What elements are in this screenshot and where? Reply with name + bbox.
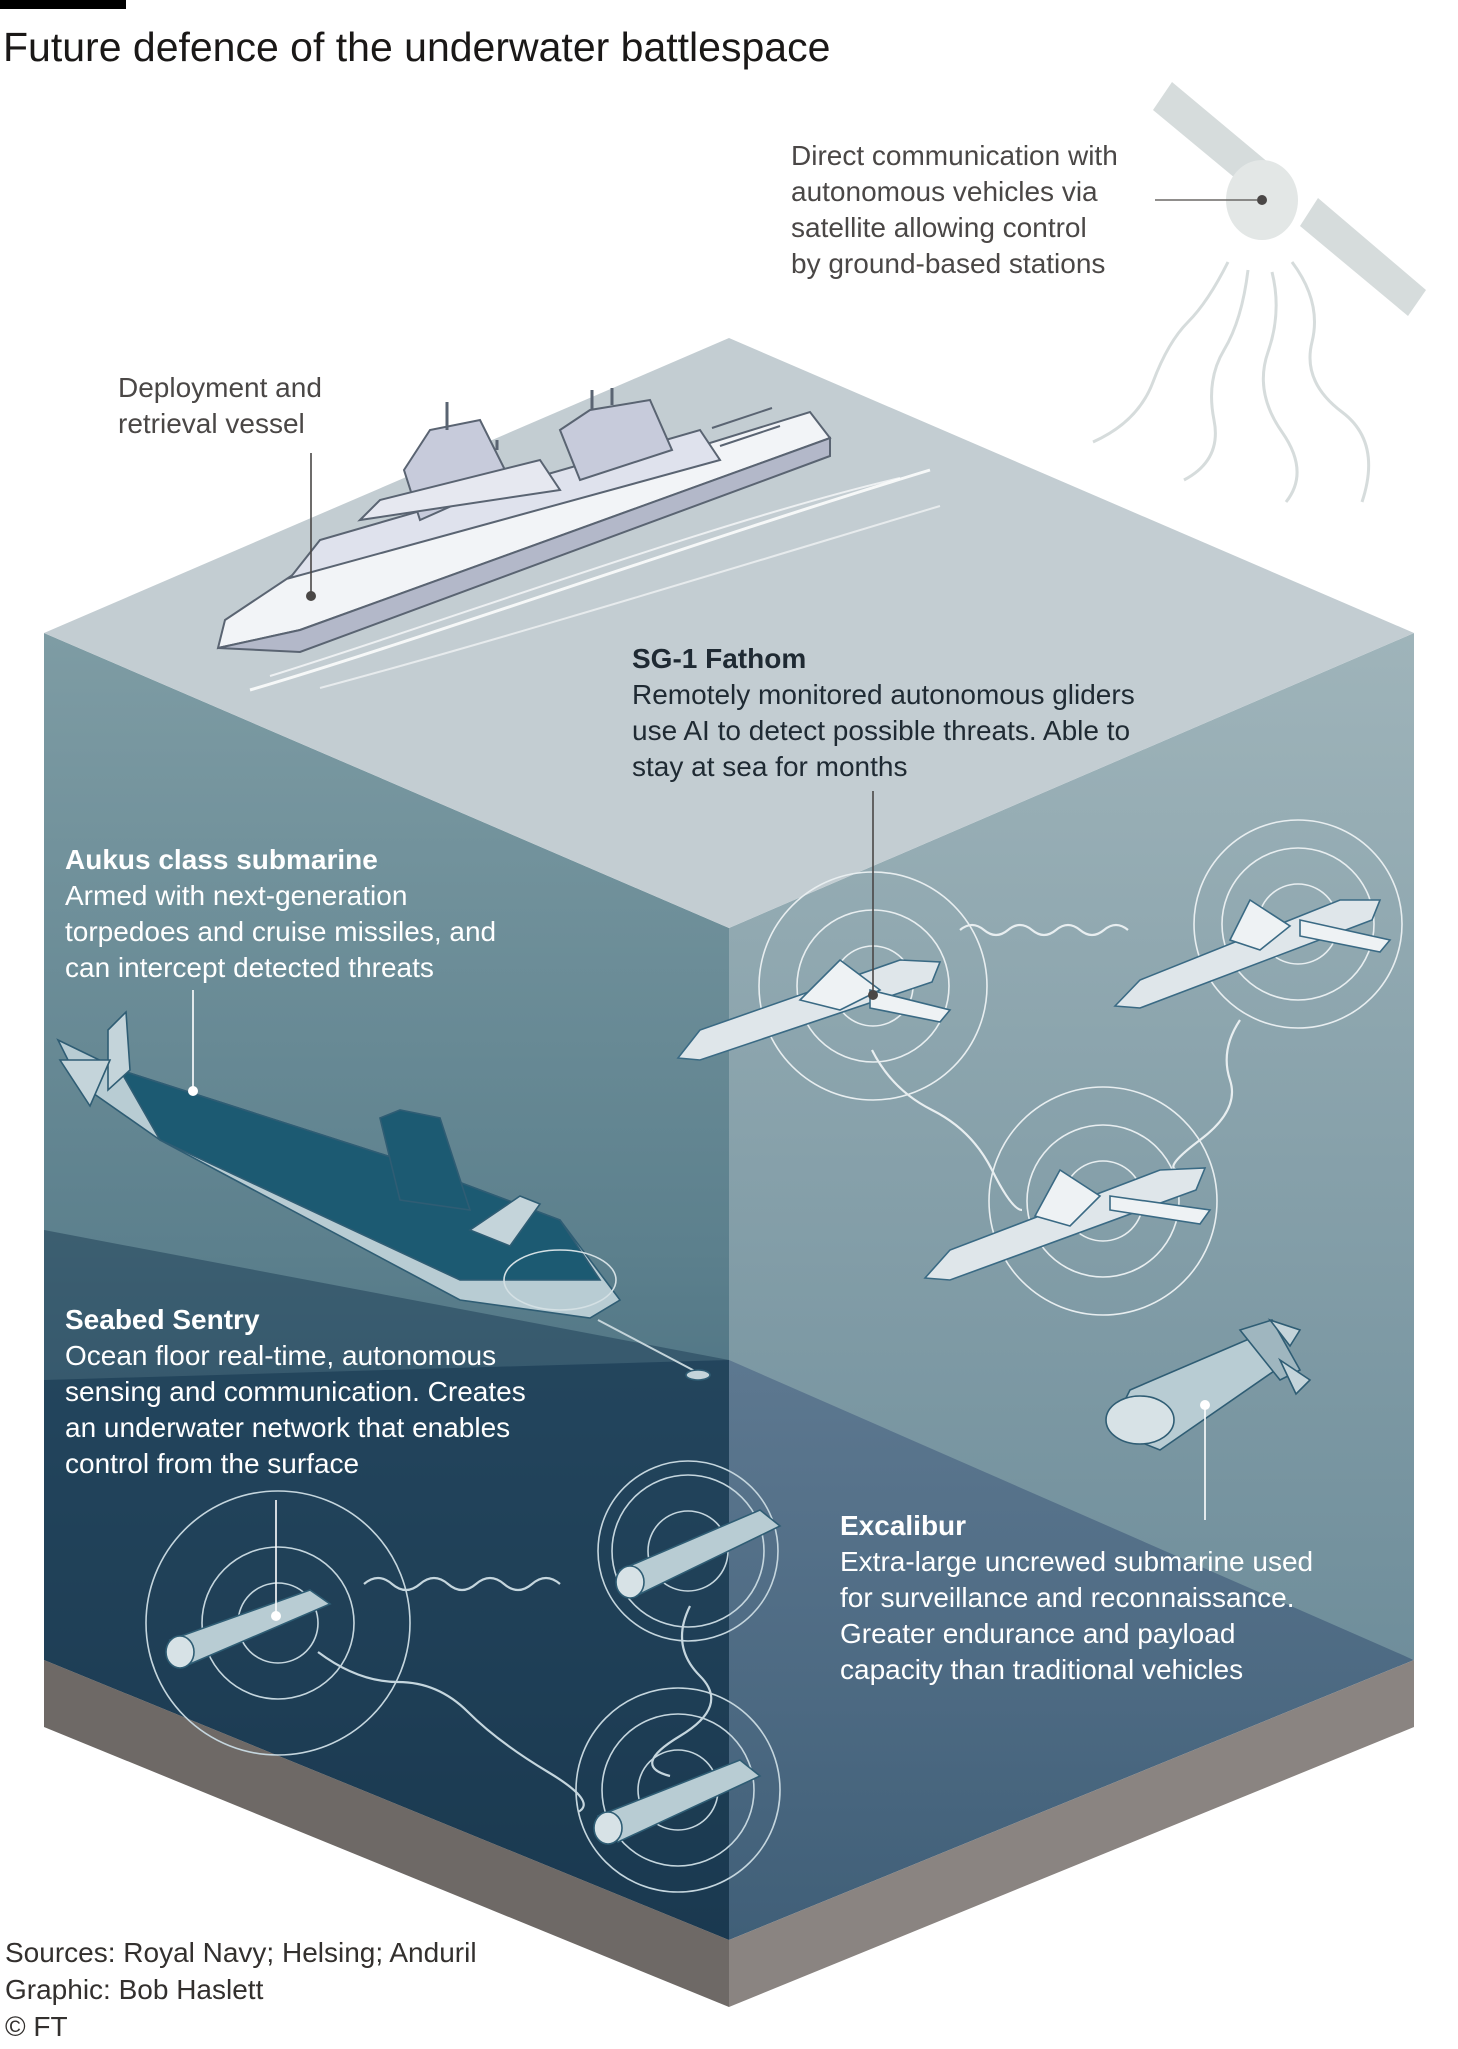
- vessel-annotation: Deployment and retrieval vessel: [118, 372, 322, 439]
- satellite-icon: [1092, 82, 1426, 503]
- satellite-annotation: Direct communication with autonomous veh…: [791, 140, 1118, 279]
- excalibur-annotation: Excalibur Extra-large uncrewed submarine…: [840, 1510, 1314, 1685]
- aukus-submarine-icon: [56, 1010, 711, 1381]
- seabed-right: [729, 1660, 1414, 2007]
- top-rule: [0, 0, 126, 9]
- left-deep-band: [44, 1230, 729, 1940]
- sea-surface: [44, 338, 1414, 928]
- aukus-heading: Aukus class submarine: [65, 844, 378, 875]
- sentry-node-2: [615, 1509, 782, 1599]
- seabed-left: [44, 1660, 729, 2007]
- fathom-annotation: SG-1 Fathom Remotely monitored autonomou…: [632, 643, 1135, 782]
- excalibur-heading: Excalibur: [840, 1510, 967, 1541]
- sentry-annotation: Seabed Sentry Ocean floor real-time, aut…: [65, 1304, 526, 1479]
- glider-1: [676, 958, 952, 1061]
- footer-copyright: © FT: [5, 2011, 68, 2042]
- footer-graphic-credit: Graphic: Bob Haslett: [5, 1974, 264, 2005]
- seabed-sentry-nodes-icon: [145, 1460, 781, 1893]
- sentry-heading: Seabed Sentry: [65, 1304, 260, 1335]
- fathom-heading: SG-1 Fathom: [632, 643, 807, 674]
- right-deep-water: [729, 1360, 1414, 1940]
- sentry-node-3: [593, 1759, 762, 1845]
- glider-2: [1113, 898, 1392, 1009]
- sentry-node-1: [165, 1589, 332, 1669]
- footer-sources: Sources: Royal Navy; Helsing; Anduril: [5, 1937, 477, 1968]
- page-title: Future defence of the underwater battles…: [3, 24, 831, 70]
- deployment-vessel-icon: [216, 388, 941, 692]
- excalibur-submarine-icon: [1105, 1318, 1312, 1451]
- glider-3: [923, 1167, 1212, 1281]
- aukus-annotation: Aukus class submarine Armed with next-ge…: [65, 844, 497, 983]
- right-water-face: [729, 633, 1414, 1660]
